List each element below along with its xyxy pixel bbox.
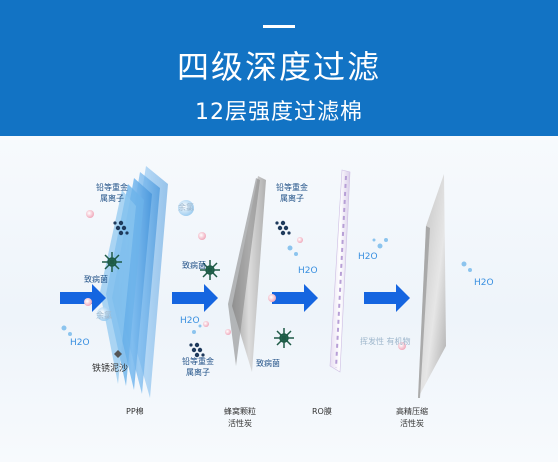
- pp-cotton-layer: [100, 166, 168, 398]
- water-label-3: H2O: [298, 266, 318, 276]
- heavy-metal-label-1-line2: 属离子: [100, 194, 124, 203]
- volatile-label: 挥发性 有机物: [360, 337, 411, 346]
- page-title: 四级深度过滤: [176, 48, 381, 86]
- heavy-metal-label-3: 铅等重金 属离子: [182, 356, 214, 378]
- stage-caption-ro-line1: RO膜: [312, 407, 332, 416]
- pathogen-label-3: 致病菌: [256, 359, 280, 368]
- stage-caption-compressed-line2: 活性炭: [400, 419, 424, 428]
- filter-diagram: 铅等重金 属离子 铅等重金 属离子 铅等重金 属离子 致病菌 致病菌 致病菌 余…: [0, 136, 558, 462]
- heavy-metal-label-2-line1: 铅等重金: [276, 183, 308, 192]
- water-label-5: H2O: [474, 278, 494, 288]
- filter-illustration: [60, 166, 472, 398]
- stage-caption-pp: PP棉: [126, 406, 144, 418]
- water-label-4: H2O: [358, 252, 378, 262]
- ro-membrane-layer: [329, 169, 351, 373]
- compressed-carbon-layer: [418, 174, 446, 398]
- particles: [61, 200, 472, 358]
- pathogen-label-2: 致病菌: [182, 261, 206, 270]
- heavy-metal-label-1: 铅等重金 属离子: [96, 182, 128, 204]
- chlorine-label-2: 余氯: [96, 311, 112, 320]
- header-banner: 四级深度过滤 12层强度过滤棉: [0, 0, 558, 136]
- stage-caption-compressed-line1: 高精压缩: [396, 407, 428, 416]
- page-subtitle: 12层强度过滤棉: [195, 100, 363, 125]
- flow-arrows: [60, 284, 410, 312]
- heavy-metal-label-3-line2: 属离子: [186, 368, 210, 377]
- heavy-metal-label-2: 铅等重金 属离子: [276, 182, 308, 204]
- heavy-metal-label-1-line1: 铅等重金: [96, 183, 128, 192]
- stage-caption-honeycomb-line1: 蜂窝颗粒: [224, 407, 256, 416]
- stage-caption-ro: RO膜: [312, 406, 332, 418]
- stage-caption-honeycomb-line2: 活性炭: [228, 419, 252, 428]
- honeycomb-carbon-layer: [228, 176, 266, 372]
- stage-caption-compressed: 高精压缩 活性炭: [396, 406, 428, 430]
- stage-caption-pp-line1: PP棉: [126, 407, 144, 416]
- pathogen-label-1: 致病菌: [84, 275, 108, 284]
- heavy-metal-label-3-line1: 铅等重金: [182, 357, 214, 366]
- stage-caption-honeycomb: 蜂窝颗粒 活性炭: [224, 406, 256, 430]
- water-label-1: H2O: [70, 338, 90, 348]
- heavy-metal-label-2-line2: 属离子: [280, 194, 304, 203]
- rust-label: 铁锈泥沙: [92, 364, 129, 374]
- title-dash: [263, 25, 295, 28]
- chlorine-label-1: 余氯: [178, 203, 194, 212]
- water-label-2: H2O: [180, 316, 200, 326]
